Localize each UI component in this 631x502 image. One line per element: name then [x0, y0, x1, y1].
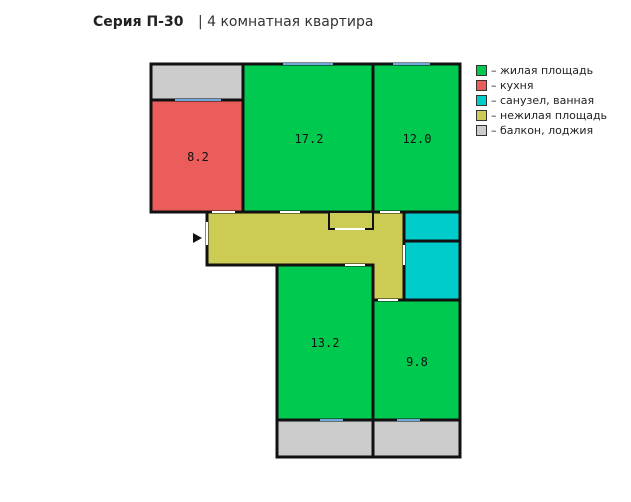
bathroom-toilet: [402, 210, 462, 243]
legend-label: – санузел, ванная: [491, 94, 595, 107]
legend-label: – кухня: [491, 79, 534, 92]
legend: – жилая площадь – кухня – санузел, ванна…: [476, 63, 607, 138]
series-title: Серия П-30: [93, 14, 184, 30]
legend-label: – нежилая площадь: [491, 109, 608, 122]
living-3-area-label: 13.2: [311, 336, 340, 350]
legend-label: – жилая площадь: [491, 64, 594, 77]
living-4-area-label: 9.8: [406, 355, 428, 369]
door-openings: [206, 211, 405, 301]
legend-item-kitchen: – кухня: [476, 78, 607, 93]
legend-swatch: [476, 65, 487, 76]
legend-swatch: [476, 125, 487, 136]
legend-item-hall: – нежилая площадь: [476, 108, 607, 123]
living-1-area-label: 17.2: [295, 132, 324, 146]
balcony-bottom-right: [371, 418, 462, 459]
legend-item-balcony: – балкон, лоджия: [476, 123, 607, 138]
windows: [175, 63, 430, 421]
kitchen-area-label: 8.2: [187, 150, 209, 164]
legend-swatch: [476, 95, 487, 106]
page-title: Серия П-30 | 4 комнатная квартира: [93, 14, 373, 30]
legend-swatch: [476, 80, 487, 91]
bathroom-bath: [402, 239, 462, 302]
legend-swatch: [476, 110, 487, 121]
hall-closet: [328, 211, 374, 230]
legend-label: – балкон, лоджия: [491, 124, 594, 137]
legend-item-living: – жилая площадь: [476, 63, 607, 78]
balcony-bottom-left: [275, 418, 375, 459]
living-2-area-label: 12.0: [403, 132, 432, 146]
apartment-subtitle: | 4 комнатная квартира: [197, 14, 374, 30]
entrance-arrow-icon: [193, 233, 202, 243]
balcony-top-left: [149, 62, 245, 102]
legend-item-bath: – санузел, ванная: [476, 93, 607, 108]
